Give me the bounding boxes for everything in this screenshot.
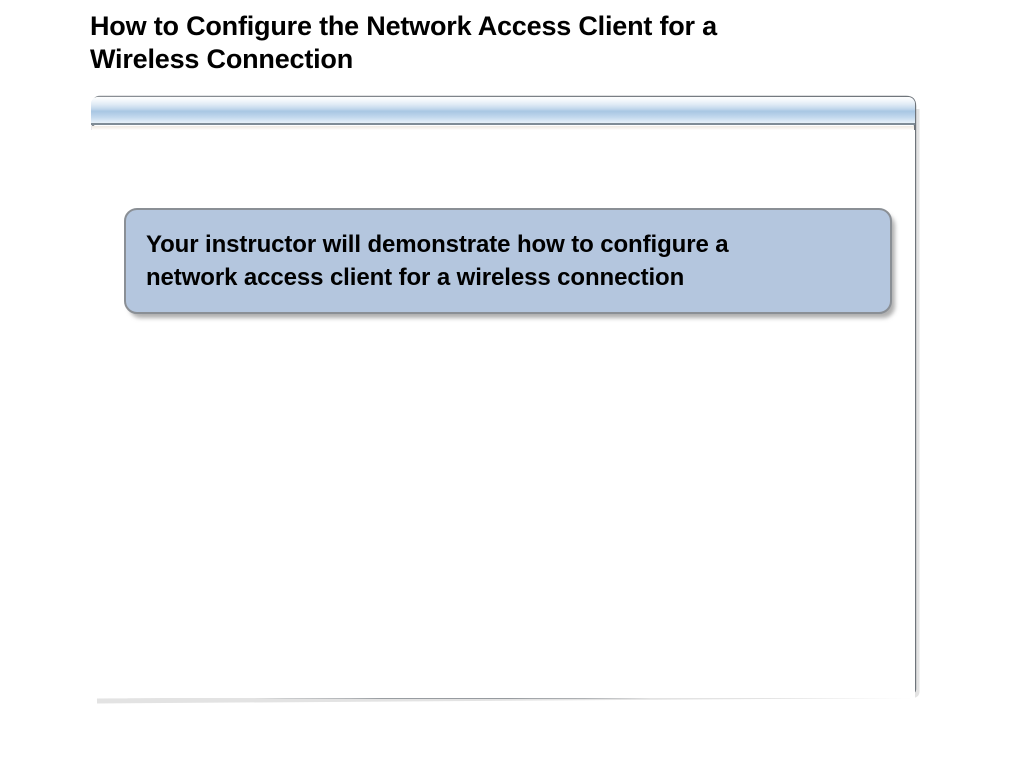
slide-frame: Your instructor will demonstrate how to …: [89, 95, 920, 704]
callout-text: Your instructor will demonstrate how to …: [146, 231, 729, 292]
frame-titlebar: [91, 97, 915, 125]
frame-body: Your instructor will demonstrate how to …: [91, 130, 915, 698]
frame-subrule-divider: [92, 126, 914, 130]
callout-box: Your instructor will demonstrate how to …: [124, 208, 892, 315]
titlebar-sheen: [91, 97, 915, 110]
page-title: How to Configure the Network Access Clie…: [90, 11, 717, 74]
